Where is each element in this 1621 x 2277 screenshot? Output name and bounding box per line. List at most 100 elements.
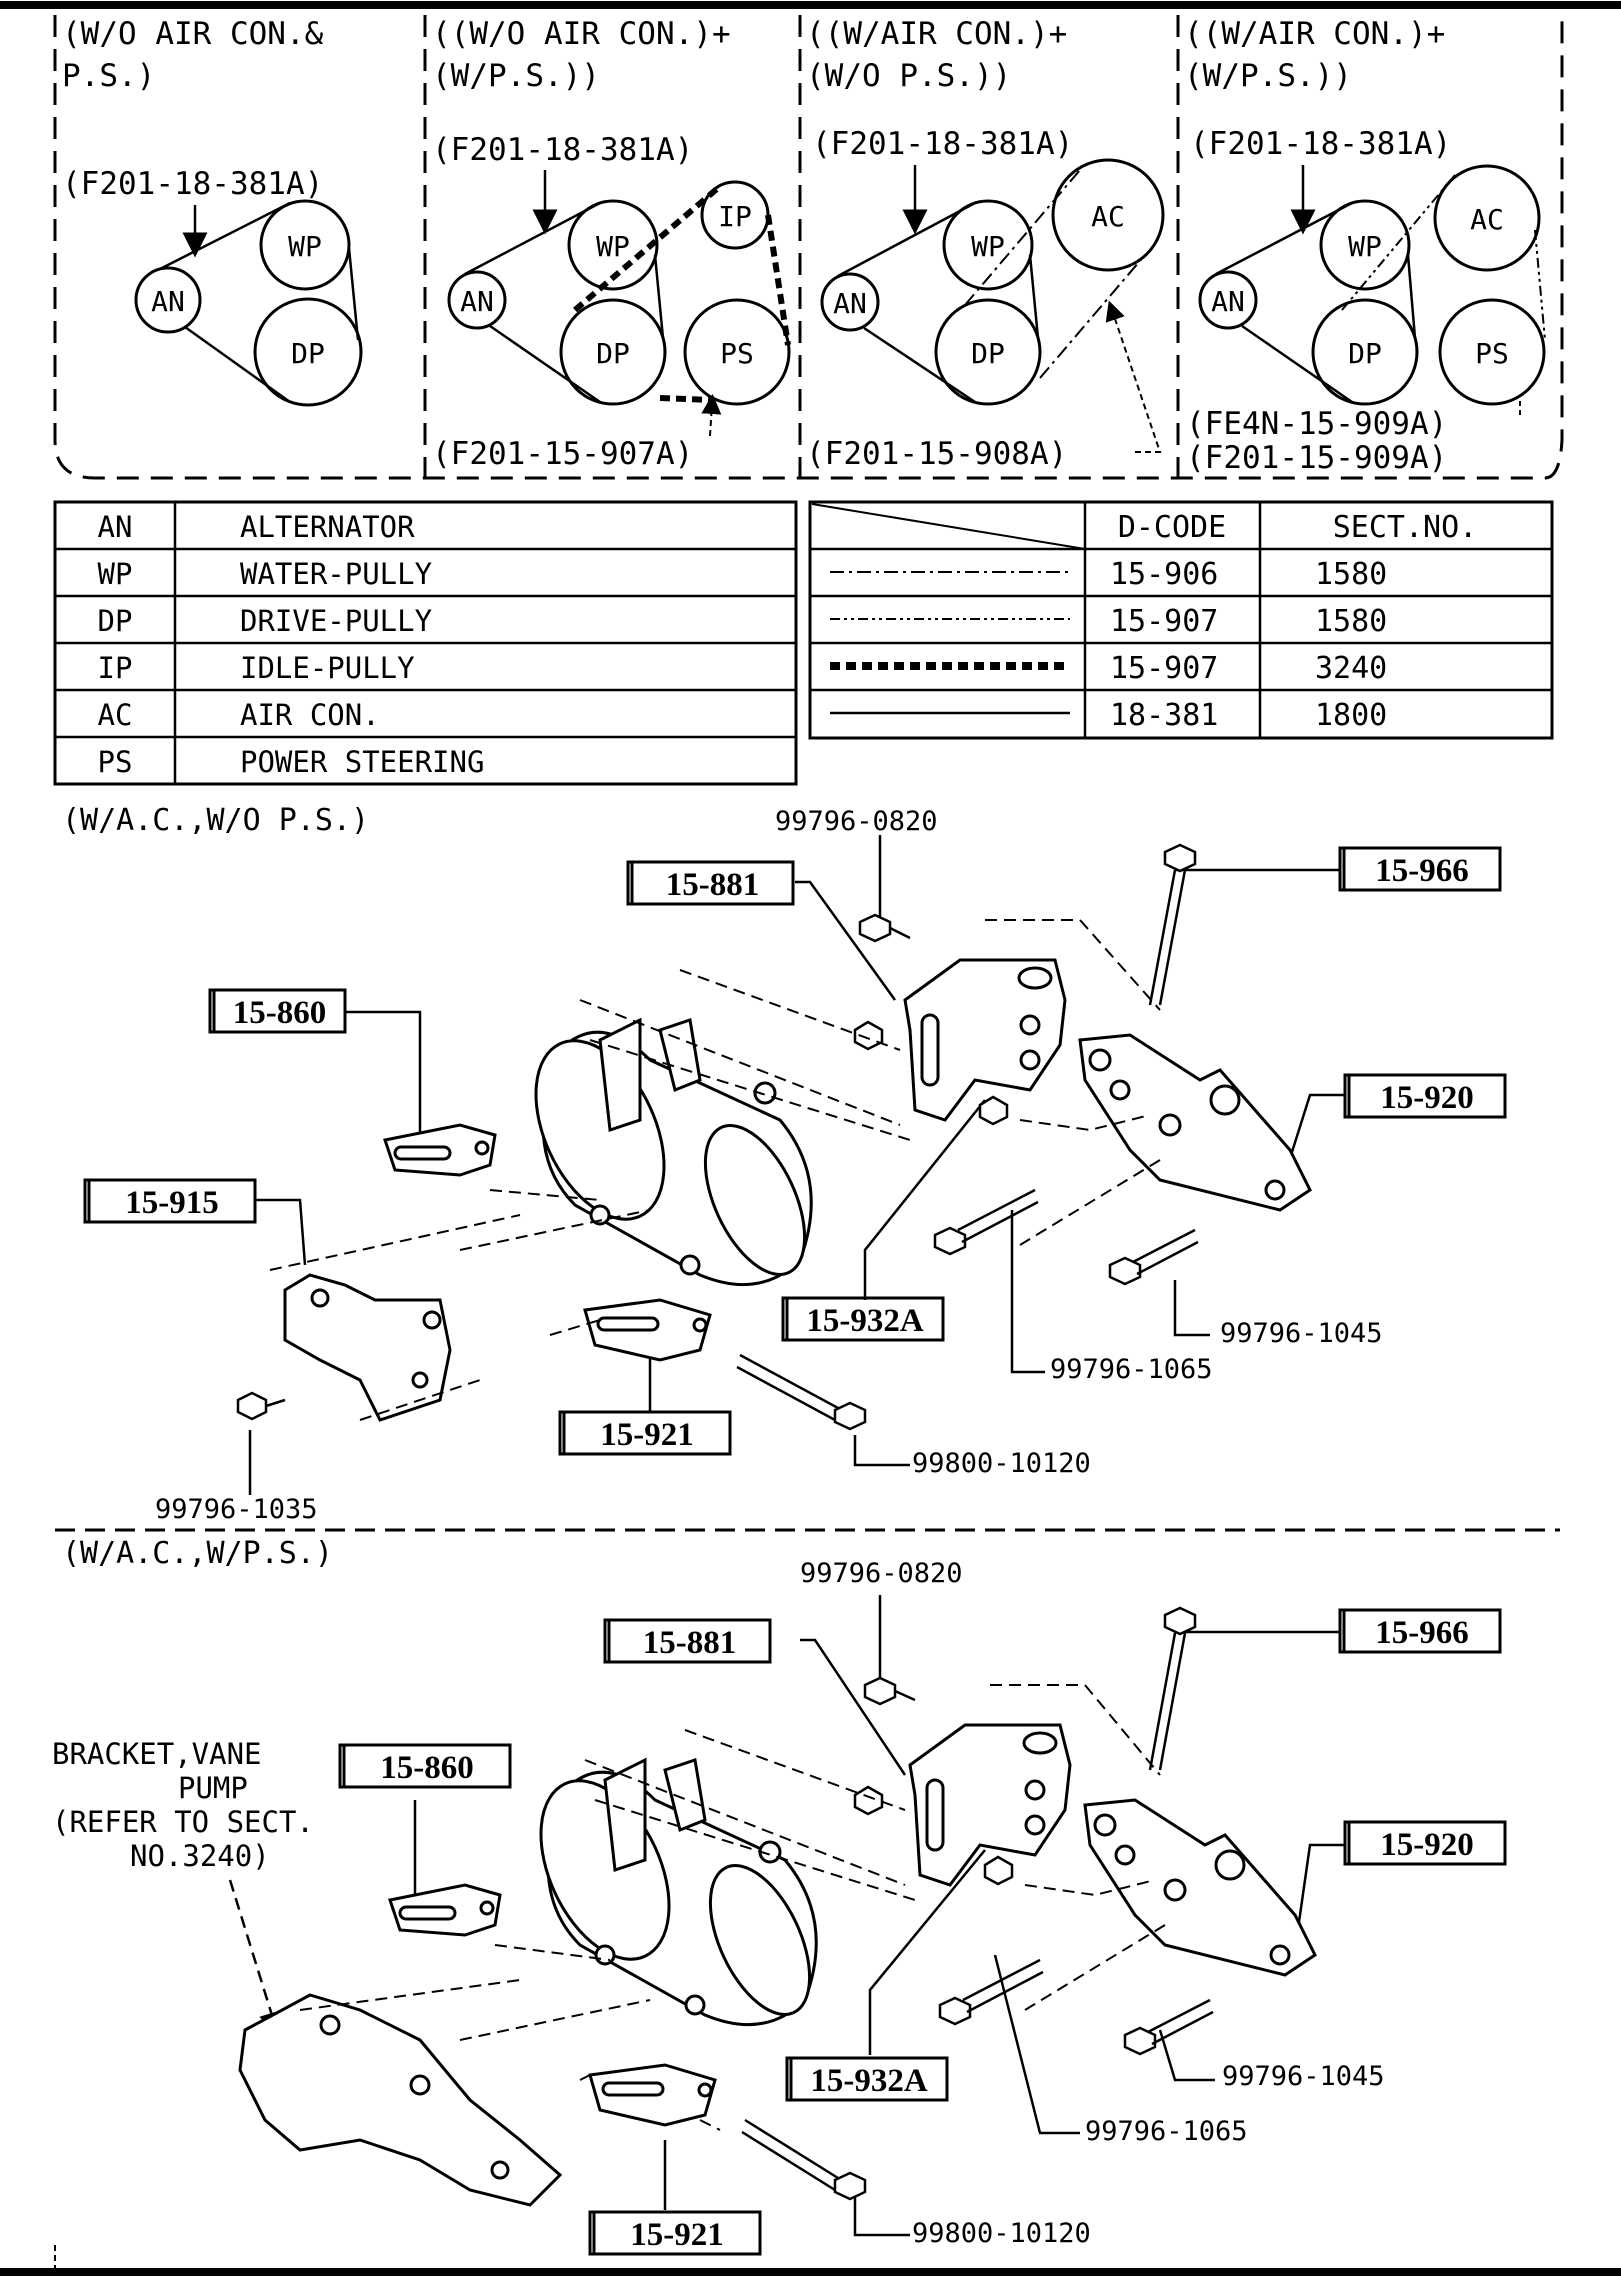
- part-99800-10120: 99800-10120: [912, 1448, 1091, 1479]
- layout-4-belt-part: (F201-18-381A): [1190, 126, 1451, 162]
- legend-code: PS: [98, 745, 133, 779]
- svg-text:DP: DP: [291, 337, 325, 370]
- callout-box: [781, 1296, 945, 1342]
- layout-4-belt-bottom-2: (F201-15-909A): [1186, 440, 1447, 476]
- callout-15-966: 15-966: [1375, 853, 1469, 889]
- layout-4-title-1: ((W/AIR CON.)+: [1184, 16, 1445, 52]
- belt-layout-2: ((W/O AIR CON.)+ (W/P.S.)) (F201-18-381A…: [432, 16, 791, 472]
- layout-2-belt-bottom: (F201-15-907A): [432, 436, 693, 472]
- belt-layout-1: (W/O AIR CON.& P.S.) (F201-18-381A) AN W…: [62, 16, 363, 407]
- part-99796-1045: 99796-1045: [1220, 1318, 1383, 1349]
- sect-header: SECT.NO.: [1333, 510, 1478, 545]
- callout-15-881: 15-881: [643, 1625, 737, 1661]
- pulley-dp: [934, 298, 1042, 406]
- dcode-value: 15-907: [1110, 604, 1218, 639]
- belt-18-381: [159, 201, 360, 404]
- pulley-ac: [1433, 164, 1541, 272]
- part-99796-0820: 99796-0820: [800, 1558, 963, 1589]
- callout-box: [1343, 1073, 1507, 1119]
- belt-15-909: [1341, 174, 1546, 341]
- callout-15-921: 15-921: [600, 1417, 694, 1453]
- legend-code: WP: [98, 557, 133, 591]
- svg-text:AN: AN: [460, 285, 494, 318]
- svg-text:AC: AC: [1470, 203, 1504, 236]
- callout-box: [1338, 846, 1502, 892]
- svg-text:DP: DP: [596, 337, 630, 370]
- callout-box: [338, 1743, 512, 1789]
- svg-text:WP: WP: [1348, 230, 1382, 263]
- legend-name: IDLE-PULLY: [240, 651, 415, 685]
- svg-text:WP: WP: [596, 230, 630, 263]
- pulley-an: [1198, 270, 1258, 330]
- bolts: [236, 843, 1199, 1431]
- svg-text:AN: AN: [833, 287, 867, 320]
- bracket-15-881: [903, 958, 1067, 1122]
- legend-code: DP: [98, 604, 133, 638]
- bracket-note-3: (REFER TO SECT.: [52, 1805, 314, 1839]
- dcode-value: 15-906: [1110, 557, 1218, 592]
- pulley-ps: [1438, 298, 1546, 406]
- pulley-wp: [567, 199, 659, 291]
- sect-value: 1580: [1315, 557, 1387, 592]
- belt-layout-3: ((W/AIR CON.)+ (W/O P.S.)) (F201-18-381A…: [806, 16, 1165, 472]
- sect-value: 1800: [1315, 698, 1387, 733]
- legend-code: AN: [98, 510, 133, 544]
- callout-15-932A: 15-932A: [806, 1303, 923, 1339]
- callout-15-932A: 15-932A: [810, 2063, 927, 2099]
- part-99800-10120: 99800-10120: [912, 2218, 1091, 2249]
- dcode-header: D-CODE: [1118, 510, 1226, 545]
- part-99796-1065: 99796-1065: [1085, 2116, 1248, 2147]
- pulley-an: [820, 272, 880, 332]
- layout-1-title-1: (W/O AIR CON.&: [62, 16, 324, 52]
- bracket-note-1: BRACKET,VANE: [52, 1737, 262, 1771]
- belt-layout-4: ((W/AIR CON.)+ (W/P.S.)) (F201-18-381A) …: [1184, 16, 1546, 476]
- part-99796-1035: 99796-1035: [155, 1494, 318, 1525]
- svg-text:IP: IP: [718, 200, 752, 233]
- pulley-ac: [1051, 158, 1165, 272]
- bracket-note-2: PUMP: [178, 1771, 248, 1805]
- layout-3-title-2: (W/O P.S.)): [806, 58, 1011, 94]
- callout-15-966: 15-966: [1375, 1615, 1469, 1651]
- svg-text:DP: DP: [971, 337, 1005, 370]
- section-2-title: (W/A.C.,W/P.S.): [62, 1536, 333, 1571]
- callout-box: [603, 1618, 772, 1664]
- legend-name: DRIVE-PULLY: [240, 604, 432, 638]
- section-1-title: (W/A.C.,W/O P.S.): [62, 803, 369, 838]
- layout-2-belt-part: (F201-18-381A): [432, 132, 693, 168]
- belt-layout-frame: [53, 15, 1564, 480]
- pulley-dp: [559, 298, 667, 406]
- legend-code: AC: [98, 698, 133, 732]
- ac-compressor: [534, 1017, 813, 1287]
- callout-15-860: 15-860: [233, 995, 327, 1031]
- pulley-wp: [259, 199, 351, 291]
- svg-text:AN: AN: [1211, 285, 1245, 318]
- callout-15-920: 15-920: [1380, 1827, 1474, 1863]
- sect-value: 1580: [1315, 604, 1387, 639]
- svg-text:DP: DP: [1348, 337, 1382, 370]
- callout-15-921: 15-921: [630, 2217, 724, 2253]
- bracket-section-2: (W/A.C.,W/P.S.) BRACKET,VANE PUMP (REFER…: [52, 1536, 1507, 2256]
- layout-4-title-2: (W/P.S.)): [1184, 58, 1352, 94]
- layout-1-belt-part: (F201-18-381A): [62, 166, 323, 202]
- svg-text:WP: WP: [971, 230, 1005, 263]
- part-99796-0820: 99796-0820: [775, 806, 938, 837]
- callout-box: [1343, 1820, 1507, 1866]
- pulley-an: [447, 270, 507, 330]
- svg-text:PS: PS: [1475, 337, 1509, 370]
- layout-2-title-1: ((W/O AIR CON.)+: [432, 16, 731, 52]
- layout-2-title-2: (W/P.S.)): [432, 58, 600, 94]
- pulley-wp: [1319, 199, 1411, 291]
- layout-3-belt-part: (F201-18-381A): [812, 126, 1073, 162]
- callout-box: [208, 988, 347, 1034]
- bracket-15-921: [583, 1298, 712, 1362]
- pulley-dp: [1311, 298, 1419, 406]
- bracket-15-860: [383, 1123, 497, 1177]
- svg-text:PS: PS: [720, 337, 754, 370]
- legend-name: ALTERNATOR: [240, 510, 415, 544]
- pulley-an: [134, 266, 202, 334]
- bracket-15-915: [283, 1273, 452, 1422]
- layout-3-belt-bottom: (F201-15-908A): [806, 436, 1067, 472]
- callout-15-881: 15-881: [666, 867, 760, 903]
